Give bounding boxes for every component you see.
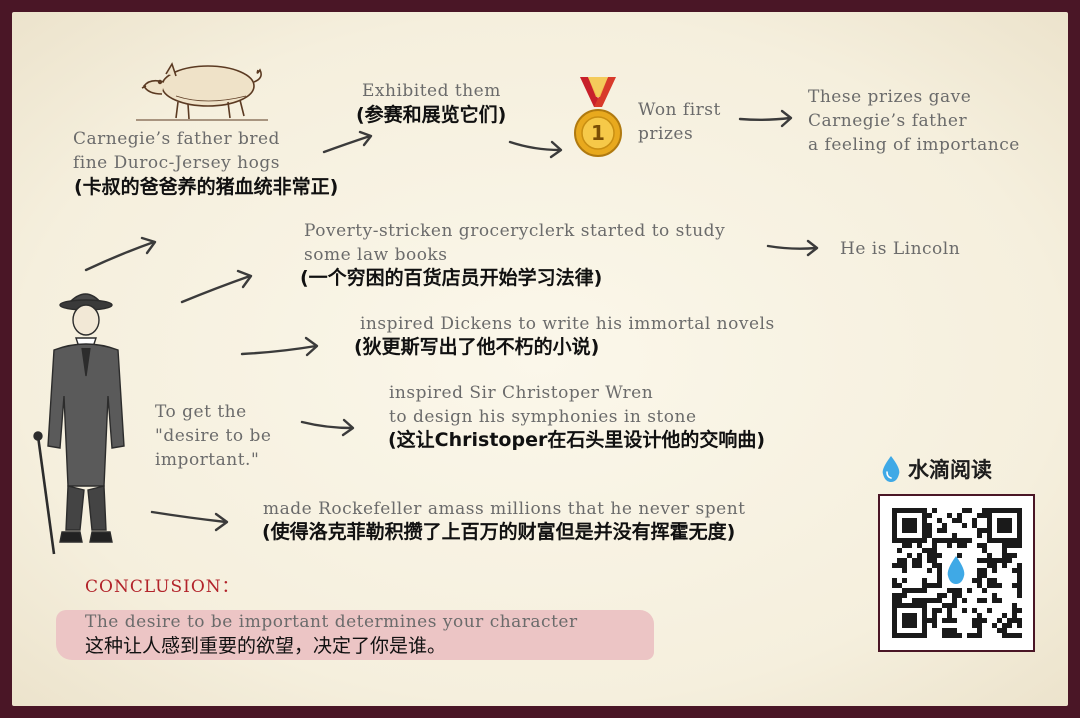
arrow-icon [508, 140, 563, 159]
hogs-text-zh: (卡叔的爸爸养的猪血统非常正) [74, 176, 339, 198]
conclusion-highlight [56, 610, 654, 660]
medal-number: 1 [591, 121, 605, 145]
arrow-icon [150, 510, 229, 532]
arrow-icon [84, 236, 157, 272]
conclusion-text: The desire to be important determines yo… [85, 612, 578, 632]
arrow-icon [240, 336, 319, 357]
arrow-icon [738, 109, 793, 128]
qr-code-icon[interactable] [878, 494, 1035, 652]
won-text: Won first prizes [638, 100, 721, 144]
arrow-icon [300, 418, 355, 437]
center-label: To get the "desire to be important." [155, 402, 272, 470]
exhibited-text-zh: (参赛和展览它们) [356, 104, 507, 126]
brand-name: 水滴阅读 [908, 458, 992, 482]
branch-1-text-zh: (一个穷困的百货店员开始学习法律) [300, 267, 603, 289]
hogs-text: Carnegie’s father bred fine Duroc-Jersey… [73, 129, 280, 173]
branch-3-text: inspired Sir Christoper Wren to design h… [389, 383, 697, 427]
arrow-icon [766, 239, 819, 257]
branch-1-text: Poverty-stricken groceryclerk started to… [304, 221, 726, 265]
pig-icon [136, 62, 268, 121]
medal-icon: 1 [574, 77, 622, 157]
branch-2-text-zh: (狄更斯写出了他不朽的小说) [354, 336, 600, 358]
conclusion-title: CONCLUSION： [85, 577, 240, 597]
qr-pattern [892, 508, 1022, 638]
exhibited-text: Exhibited them [362, 81, 501, 101]
water-drop-icon [882, 456, 900, 482]
conclusion-text-zh: 这种让人感到重要的欲望，决定了你是谁。 [85, 635, 447, 657]
branch-3-text-zh: (这让Christoper在石头里设计他的交响曲) [388, 429, 766, 451]
gentleman-icon [33, 293, 125, 555]
importance-text: These prizes gave Carnegie’s father a fe… [808, 87, 1020, 155]
branch-2-text: inspired Dickens to write his immortal n… [360, 314, 775, 334]
arrow-icon [322, 130, 373, 154]
branch-4-text-zh: (使得洛克菲勒积攒了上百万的财富但是并没有挥霍无度) [262, 521, 736, 543]
brand-logo: 水滴阅读 [880, 454, 992, 484]
lincoln-text: He is Lincoln [840, 239, 961, 259]
branch-4-text: made Rockefeller amass millions that he … [263, 499, 746, 519]
arrow-icon [180, 269, 253, 304]
